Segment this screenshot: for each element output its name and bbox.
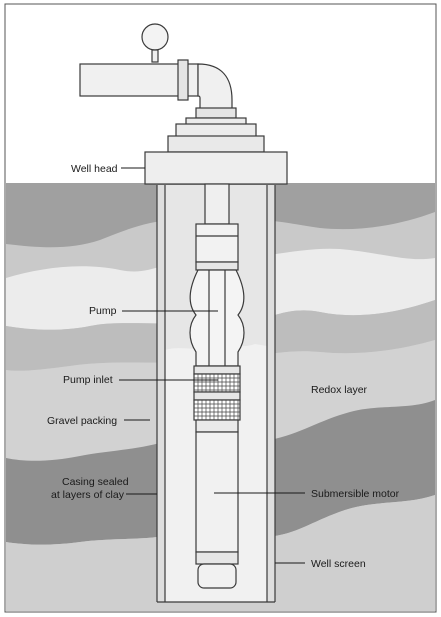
label-pump-inlet: Pump inlet <box>63 374 113 386</box>
motor-end-cap <box>197 563 237 589</box>
riser-pipe <box>204 183 230 225</box>
pump-inlet-screen <box>193 373 241 393</box>
pump-discharge-head <box>195 223 239 263</box>
pump-collar <box>195 261 239 271</box>
well-head <box>144 117 288 185</box>
submersible-motor-body <box>195 431 239 553</box>
label-gravel-packing: Gravel packing <box>47 415 117 427</box>
pipe-flange <box>177 59 189 101</box>
motor-coupling <box>195 419 239 433</box>
motor-base <box>195 551 239 565</box>
label-well-screen: Well screen <box>311 558 366 570</box>
label-redox-layer: Redox layer <box>311 384 368 396</box>
inlet-mesh <box>194 374 240 420</box>
seal-collar <box>193 391 241 401</box>
callouts: Well head Pump Pump inlet Redox layer Gr… <box>47 163 400 570</box>
well-head-block <box>144 151 288 185</box>
label-submersible-motor: Submersible motor <box>311 488 400 500</box>
label-casing-line1: Casing sealed <box>62 476 129 488</box>
pump-body <box>189 269 245 367</box>
inlet-collar <box>193 365 241 375</box>
gauge-and-pipe <box>79 23 237 121</box>
gauge-stem <box>151 49 159 63</box>
pump-assembly <box>189 223 245 589</box>
elbow-flange <box>195 107 237 119</box>
label-well-head: Well head <box>71 163 118 175</box>
head-flange <box>167 135 265 153</box>
pressure-gauge-icon <box>141 23 169 51</box>
label-pump: Pump <box>89 305 117 317</box>
seal-screen <box>193 399 241 421</box>
label-casing-line2: at layers of clay <box>51 489 125 501</box>
